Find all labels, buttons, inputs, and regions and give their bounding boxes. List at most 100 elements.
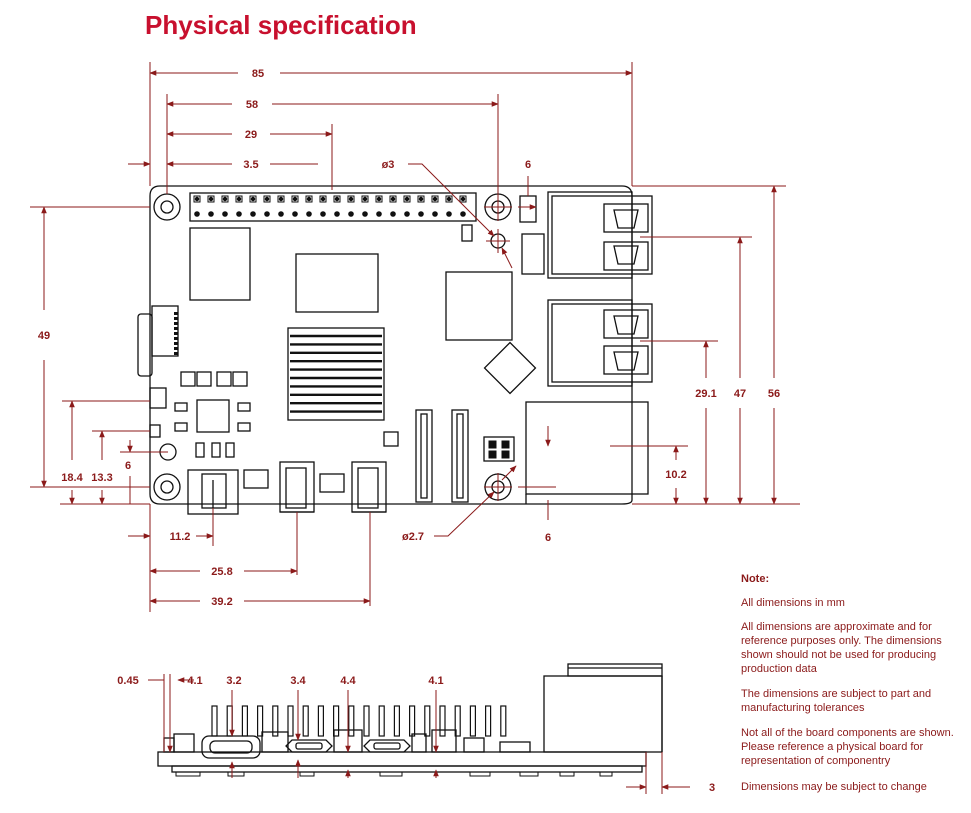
- csi-connector-2: [451, 409, 469, 503]
- micro-hdmi-port-1: [351, 461, 387, 513]
- dim-label: 13.3: [91, 472, 112, 484]
- small-component: [521, 233, 545, 275]
- side-dimension-lines: [148, 674, 690, 794]
- notes-panel: Note: All dimensions in mm All dimension…: [741, 573, 954, 793]
- smd-part: [225, 442, 235, 458]
- side-part: [499, 741, 531, 753]
- note-line: representation of componentry: [741, 755, 891, 767]
- small-component: [519, 195, 537, 223]
- dim-label: 4.1: [428, 675, 443, 687]
- dim-label: 3.5: [243, 159, 258, 171]
- dim-label: 6: [545, 532, 551, 544]
- smd-part: [211, 442, 221, 458]
- chip-usb-controller: [445, 271, 513, 341]
- dim-label: 47: [734, 388, 746, 400]
- dim-label: 18.4: [61, 472, 83, 484]
- mounting-hole-top-left: [153, 193, 181, 221]
- note-line: Dimensions may be subject to change: [741, 781, 927, 793]
- csi-slot: [420, 413, 428, 499]
- dim-label: 85: [252, 68, 264, 80]
- note-line: All dimensions in mm: [741, 597, 845, 609]
- page-title: Physical specification: [145, 10, 417, 40]
- dim-label: 3: [709, 782, 715, 794]
- chip-ram: [189, 227, 251, 301]
- note-line: shown should not be used for producing: [741, 649, 936, 661]
- side-pcb: [157, 751, 647, 767]
- smd-part: [237, 402, 251, 412]
- board-side-view: [157, 663, 663, 777]
- side-usb-c: [201, 735, 261, 759]
- small-component: [149, 424, 161, 438]
- csi-connector-1: [415, 409, 433, 503]
- smd-part: [174, 422, 188, 432]
- gpio-header: [189, 192, 477, 222]
- display-connector: [151, 305, 179, 357]
- dim-label: 29.1: [695, 388, 716, 400]
- side-part: [163, 737, 175, 753]
- dim-label: ø3: [382, 159, 395, 171]
- poe-header: [483, 436, 515, 462]
- side-micro-hdmi-0: [285, 739, 333, 753]
- chip-rp1: [295, 253, 379, 313]
- dim-label: 0.45: [117, 675, 138, 687]
- dim-label: 10.2: [665, 469, 686, 481]
- small-component: [461, 224, 473, 242]
- smd-part: [243, 469, 269, 489]
- note-line: production data: [741, 663, 818, 675]
- usb-c-power-port: [187, 469, 239, 515]
- ethernet-port: [525, 401, 649, 504]
- dim-label: 4.1: [187, 675, 202, 687]
- usb-stack-1: [547, 191, 653, 279]
- note-line: All dimensions are approximate and for: [741, 621, 932, 633]
- dim-label: 11.2: [170, 531, 191, 543]
- side-part: [463, 737, 485, 753]
- dim-label: 4.4: [340, 675, 356, 687]
- note-line: reference purposes only. The dimensions: [741, 635, 942, 647]
- dimension-lines: [30, 62, 800, 612]
- dim-label: 3.4: [290, 675, 306, 687]
- smd-part: [196, 371, 212, 387]
- dim-label: 29: [245, 129, 257, 141]
- note-line: The dimensions are subject to part and: [741, 688, 931, 700]
- side-part: [411, 733, 427, 753]
- side-pcb-bottom: [171, 765, 643, 773]
- dim-label: 25.8: [211, 566, 232, 578]
- note-line: manufacturing tolerances: [741, 702, 865, 714]
- smd-part: [195, 442, 205, 458]
- chip-diamond: [483, 341, 537, 395]
- dim-label: 58: [246, 99, 258, 111]
- side-micro-hdmi-1: [363, 739, 411, 753]
- chip-pmic: [196, 399, 230, 433]
- side-part: [261, 731, 289, 753]
- button-housing: [149, 387, 167, 409]
- smd-part: [180, 371, 196, 387]
- side-gpio-pins: [211, 705, 507, 737]
- smd-part: [174, 402, 188, 412]
- csi-slot: [456, 413, 464, 499]
- dim-label: 56: [768, 388, 780, 400]
- smd-part: [319, 473, 345, 493]
- board-outline: [149, 185, 633, 505]
- dim-label: 3.2: [226, 675, 241, 687]
- notes-heading: Note:: [741, 573, 769, 585]
- note-line: Not all of the board components are show…: [741, 727, 954, 739]
- side-part: [173, 733, 195, 753]
- smd-part: [237, 422, 251, 432]
- side-ethernet: [543, 663, 663, 753]
- smd-part: [232, 371, 248, 387]
- side-part: [431, 729, 457, 753]
- gpio-pins: [193, 195, 467, 217]
- dim-label: 39.2: [211, 596, 232, 608]
- smd-part: [383, 431, 399, 447]
- usb-stack-2: [547, 299, 653, 387]
- board-top-view: [137, 185, 653, 515]
- dim-label: 6: [525, 159, 531, 171]
- dim-label: 6: [125, 460, 131, 472]
- dim-label: 49: [38, 330, 50, 342]
- note-line: Please reference a physical board for: [741, 741, 924, 753]
- mounting-hole-bottom-left: [153, 473, 181, 501]
- heatsink: [287, 327, 385, 421]
- dim-label: ø2.7: [402, 531, 424, 543]
- smd-part: [216, 371, 232, 387]
